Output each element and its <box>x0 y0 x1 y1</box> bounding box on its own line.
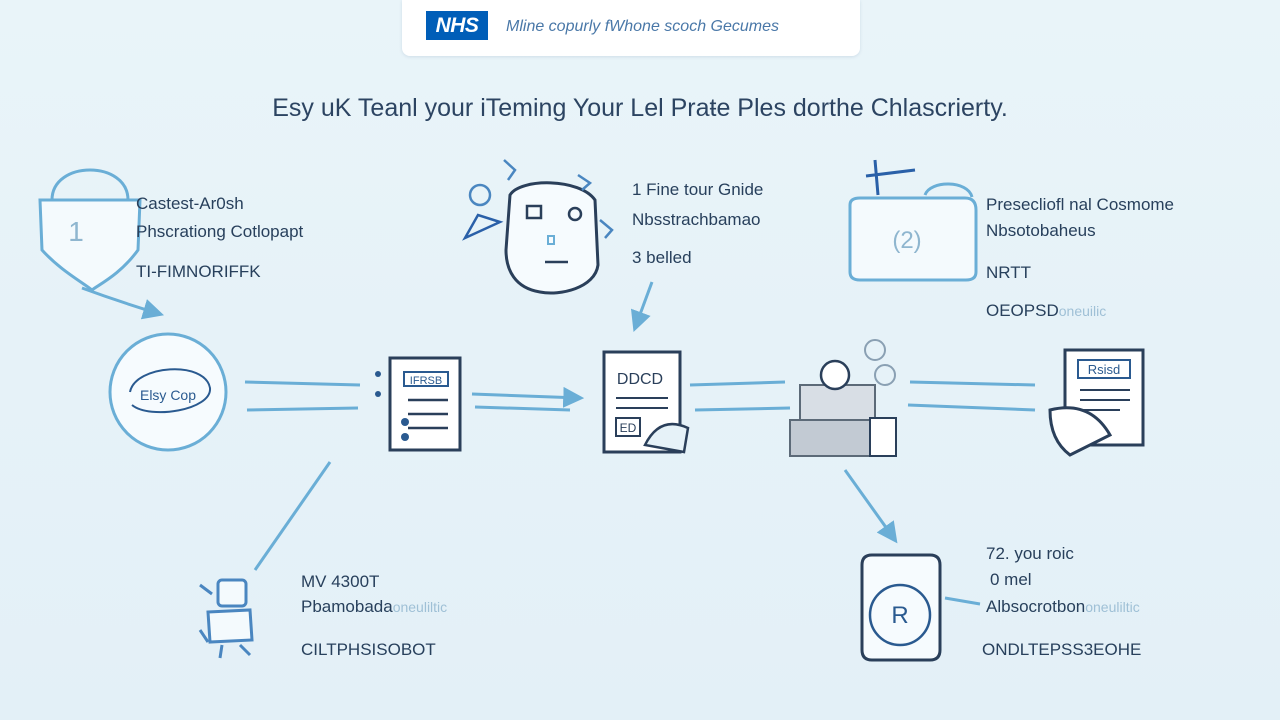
start-node[interactable]: Elsy Cop <box>108 332 228 452</box>
step2-badge: (2) <box>892 227 921 254</box>
lower-right-line3-main: Albsocrotbon <box>986 597 1086 616</box>
step2-line4-faded: oneuilic <box>1058 303 1107 319</box>
lower-left-line2-faded: oneuliltic <box>392 599 448 615</box>
gear-sparkle-icon <box>462 159 614 241</box>
lower-left-line2-main: Pbamobada <box>301 597 393 616</box>
server-station[interactable] <box>789 339 897 457</box>
header-tagline: Mline copurly fWhone scoch Gecumes <box>506 18 779 35</box>
lower-right-line4: ONDLTEPSS3ЕОНЕ <box>982 640 1142 659</box>
hand-icon <box>643 422 690 454</box>
signed-doc-label: DDCD <box>617 371 663 388</box>
step1-line2: Phscrationg Cotlopapt <box>136 222 304 241</box>
padlock-icon <box>869 417 897 457</box>
lower-left-line1: MV 4300T <box>301 572 380 591</box>
arrow-face <box>630 281 654 332</box>
device-refresh-icon[interactable]: R <box>860 553 942 662</box>
lower-right-line3-faded: oneuliltic <box>1085 599 1140 615</box>
final-doc-label: Rsisd <box>1088 362 1121 377</box>
face-step-line2: Nbsstrachbamao <box>632 210 761 229</box>
padlock-shield-icon <box>38 168 142 292</box>
user-avatar-icon <box>819 359 851 391</box>
final-document[interactable]: Rsisd <box>1048 348 1145 457</box>
arrow-lower-right <box>843 469 898 544</box>
step1-line3: TI-FIMNORIFFK <box>136 262 261 281</box>
step1-line1: Castest-Ar0sh <box>136 194 244 213</box>
signed-doc-sub: ED <box>620 421 637 435</box>
step1-badge: 1 <box>68 216 84 247</box>
checklist-document[interactable]: IFRSB <box>375 356 462 452</box>
arrow-step1 <box>81 286 165 320</box>
step2-line3: NRTT <box>986 263 1032 282</box>
lower-left-line2: Pbamobadaoneuliltic <box>301 597 447 617</box>
flow-connectors <box>244 380 1036 412</box>
lower-right-line2: 0 mel <box>990 570 1032 589</box>
lower-left-line3: CILTPHSISOBOT <box>301 640 436 659</box>
robot-assistant-icon <box>198 578 254 659</box>
hand-holding-icon <box>1048 406 1113 457</box>
nhs-logo[interactable]: NHS <box>426 11 488 40</box>
start-node-label: Elsy Cop <box>140 387 196 403</box>
face-step-line3: 3 belled <box>632 248 692 267</box>
checklist-doc-label: IFRSB <box>410 375 442 387</box>
arrow-lower-left <box>253 461 332 571</box>
robot-face-icon <box>504 181 600 295</box>
step2-line2: Nbsotobaheus <box>986 221 1096 240</box>
signed-document[interactable]: DDCD ED <box>602 350 690 454</box>
step2-line4: OEOPSDoneuilic <box>986 301 1106 321</box>
lower-right-line3: Albsocrotbononeuliltic <box>986 597 1140 617</box>
page-title: Esy uK Teanl your iTeming Your Lel Praŧe… <box>272 94 1008 122</box>
lower-right-line1: 72. you roic <box>986 544 1074 563</box>
face-step-line1: 1 Fine tour Gnide <box>632 180 764 199</box>
step2-line4-main: OEOPSD <box>986 301 1059 320</box>
device-badge: R <box>891 602 908 629</box>
step2-line1: Presecliofl nal Cosmome <box>986 195 1175 214</box>
briefcase-icon <box>848 159 978 282</box>
